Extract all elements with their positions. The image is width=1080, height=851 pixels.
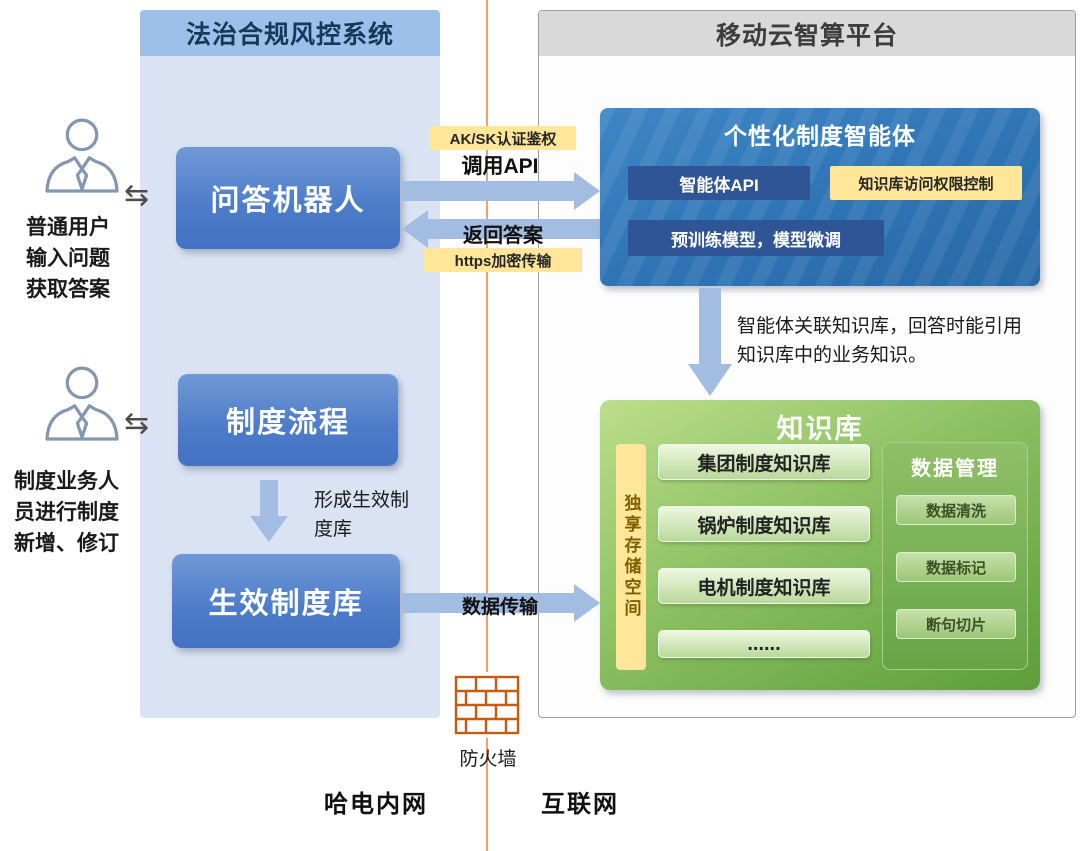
exchange-arrows-icon: ⇆ <box>124 179 150 212</box>
kb-item-group: 集团制度知识库 <box>658 444 870 480</box>
qa-robot-box: 问答机器人 <box>176 147 400 249</box>
firewall-label: 防火墙 <box>459 749 517 770</box>
effective-library-box: 生效制度库 <box>172 554 400 648</box>
intranet-label: 哈电内网 <box>324 791 428 818</box>
data-management-title: 数据管理 <box>911 458 999 480</box>
kb-item-motor: 电机制度知识库 <box>658 568 870 604</box>
actor-line: 新增、修订 <box>14 532 119 555</box>
auth-label: AK/SK认证鉴权 <box>430 126 576 150</box>
agent-title: 个性化制度智能体 <box>724 123 916 149</box>
business-user-icon <box>45 366 119 441</box>
kb-title: 知识库 <box>776 414 864 444</box>
mgmt-item-label: 数据标记 <box>896 552 1016 582</box>
return-answer-label: 返回答案 <box>463 225 543 247</box>
kb-item-boiler: 锅炉制度知识库 <box>658 506 870 542</box>
left-zone-title: 法治合规风控系统 <box>140 10 440 56</box>
return-answer-arrow <box>402 210 600 248</box>
agent-to-kb-arrow <box>688 288 732 396</box>
call-api-arrow <box>402 172 600 210</box>
process-box: 制度流程 <box>178 374 398 466</box>
mgmt-item-slice: 断句切片 <box>896 609 1016 639</box>
data-transfer-arrow <box>402 584 600 622</box>
agent-api-chip: 智能体API <box>628 166 810 200</box>
pretrain-model-chip: 预训练模型，模型微调 <box>628 220 884 256</box>
user-icon <box>45 118 119 193</box>
kb-access-control-chip: 知识库访问权限控制 <box>830 166 1022 200</box>
exclusive-storage-strip: 独享存储空间 <box>616 444 646 670</box>
actor-line: 普通用户 <box>26 216 110 239</box>
data-transfer-label: 数据传输 <box>461 597 538 618</box>
agent-kb-note: 智能体关联知识库，回答时能引用 知识库中的业务知识。 <box>737 312 1022 370</box>
call-api-label: 调用API <box>461 155 539 178</box>
mgmt-item-clean: 数据清洗 <box>896 495 1016 525</box>
agent-box: 个性化制度智能体 智能体API 知识库访问权限控制 预训练模型，模型微调 <box>600 108 1040 286</box>
actor-line: 制度业务人 <box>14 470 119 493</box>
form-label-line: 形成生效制 <box>314 490 410 511</box>
network-boundary-line <box>486 0 488 851</box>
https-label: https加密传输 <box>424 248 582 272</box>
form-label-line: 度库 <box>314 519 353 540</box>
note-line: 智能体关联知识库，回答时能引用 <box>737 316 1023 337</box>
actor-line: 获取答案 <box>26 278 110 301</box>
actor-business-description: 制度业务人 员进行制度 新增、修订 <box>14 466 119 559</box>
internet-label: 互联网 <box>541 791 619 818</box>
form-library-arrow <box>250 480 288 542</box>
data-management-panel: 数据管理 数据清洗 数据标记 断句切片 <box>882 442 1028 670</box>
note-line: 知识库中的业务知识。 <box>737 345 928 366</box>
kb-item-more: ...... <box>658 630 870 658</box>
firewall-icon <box>452 672 522 738</box>
actor-line: 员进行制度 <box>14 501 119 524</box>
form-library-label: 形成生效制 度库 <box>314 486 409 544</box>
actor-user-description: 普通用户 输入问题 获取答案 <box>26 212 110 305</box>
knowledge-base-box: 知识库 独享存储空间 集团制度知识库 锅炉制度知识库 电机制度知识库 .....… <box>600 400 1040 690</box>
actor-line: 输入问题 <box>26 247 110 270</box>
right-zone-title: 移动云智算平台 <box>539 11 1075 56</box>
exchange-arrows-icon: ⇆ <box>124 407 150 440</box>
